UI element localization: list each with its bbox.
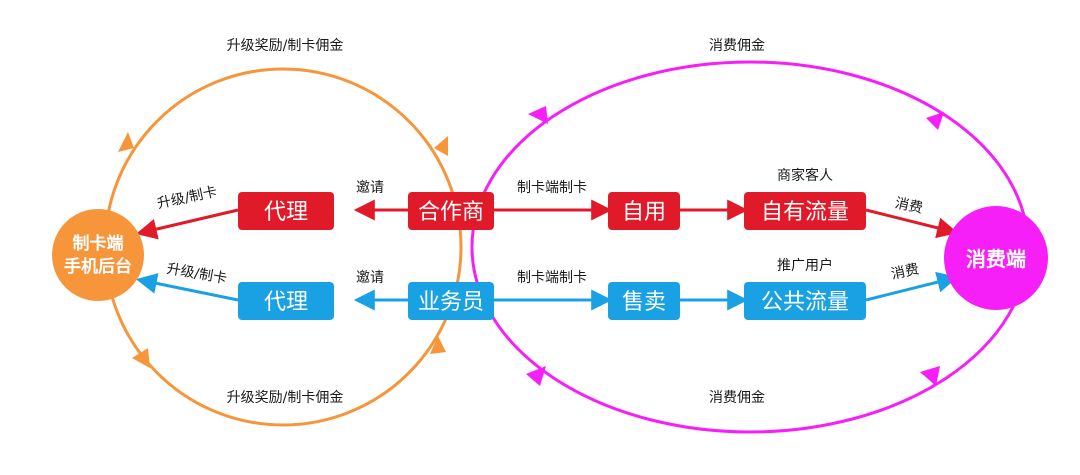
bottom-publictraffic-box — [744, 282, 866, 320]
consume-bottom-label: 消费 — [890, 261, 921, 282]
invite-top-label: 邀请 — [356, 180, 384, 196]
red-line-agent-to-cardend — [135, 208, 239, 240]
bottom-sale-box — [608, 282, 680, 320]
consumer-end-node — [944, 206, 1048, 310]
upgrade-reward-bottom-label: 升级奖励/制卡佣金 — [227, 389, 344, 406]
invite-bottom-label: 邀请 — [356, 270, 384, 286]
bottom-salesperson-box — [408, 282, 494, 320]
orange-arrow-lower-right — [430, 336, 446, 354]
orange-arrow-upper-left — [118, 132, 134, 152]
magenta-arrow-top-left — [528, 106, 548, 124]
upgrade-card-bottom-label: 升级/制卡 — [165, 261, 228, 287]
card-issuing-top-label: 制卡端制卡 — [517, 180, 587, 196]
magenta-arrow-bottom-right — [920, 366, 940, 386]
top-owntraffic-label: 自有流量 — [761, 200, 849, 225]
orange-arrow-lower-left — [132, 348, 150, 368]
bottom-sale-label: 售卖 — [622, 290, 666, 315]
card-end-line1: 制卡端 — [73, 233, 124, 254]
top-merchant-label: 合作商 — [418, 200, 484, 225]
merchant-guests-label: 商家客人 — [777, 167, 833, 184]
consume-top-label: 消费 — [893, 195, 924, 216]
bottom-agent-box — [238, 282, 334, 320]
bottom-publictraffic-label: 公共流量 — [761, 290, 849, 315]
consume-commission-top-label: 消费佣金 — [709, 38, 765, 54]
magenta-loop — [470, 60, 1030, 434]
upgrade-reward-top-label: 升级奖励/制卡佣金 — [227, 37, 344, 54]
top-owntraffic-box — [744, 192, 866, 230]
magenta-arrow-bottom-left — [526, 366, 546, 386]
top-selfuse-label: 自用 — [622, 200, 666, 225]
bottom-salesperson-label: 业务员 — [418, 290, 484, 315]
red-line-owntraffic-to-consumer — [865, 208, 959, 239]
top-selfuse-box — [608, 192, 680, 230]
top-merchant-box — [408, 192, 494, 230]
top-agent-label: 代理 — [264, 200, 308, 225]
magenta-arrow-top-right — [926, 112, 944, 130]
card-issuing-bottom-label: 制卡端制卡 — [517, 270, 587, 286]
blue-line-publictraffic-to-consumer — [865, 271, 959, 302]
orange-loop — [103, 67, 463, 427]
upgrade-card-top-label: 升级/制卡 — [156, 184, 219, 212]
consumer-end-label: 消费端 — [966, 247, 1026, 271]
card-end-node — [52, 209, 144, 301]
promote-users-label: 推广用户 — [777, 257, 833, 274]
card-end-line2: 手机后台 — [64, 256, 132, 277]
bottom-agent-label: 代理 — [264, 290, 308, 315]
blue-line-agent-to-cardend — [135, 273, 239, 302]
consume-commission-bottom-label: 消费佣金 — [709, 390, 765, 406]
orange-arrow-upper-right — [434, 136, 448, 156]
top-agent-box — [238, 192, 334, 230]
